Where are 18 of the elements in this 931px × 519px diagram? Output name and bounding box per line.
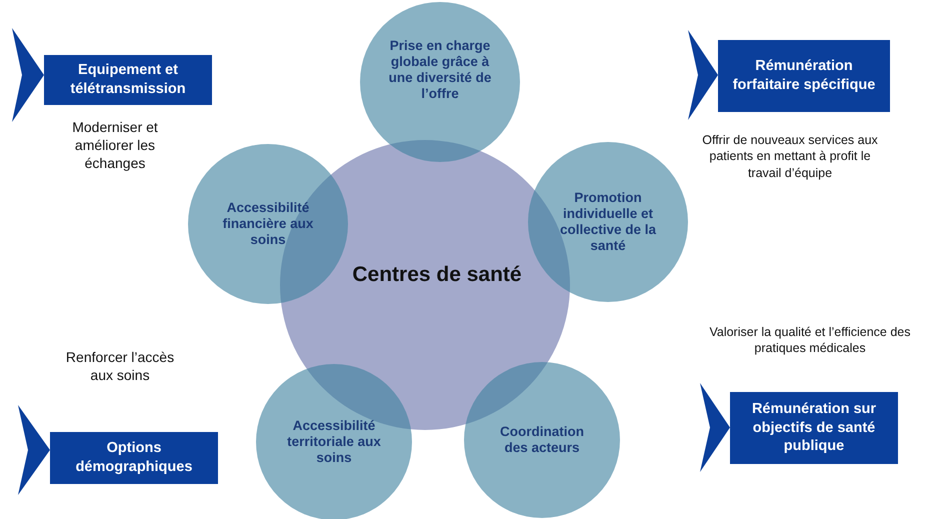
banner-title: Rémunération forfaitaire spécifique (732, 57, 876, 95)
chevron-shape (700, 383, 730, 472)
circle-label: Coordination des acteurs (499, 424, 585, 456)
center-title: Centres de santé (352, 263, 522, 287)
circle-label: Accessibilité financière aux soins (222, 200, 314, 248)
circle-label: Promotion individuelle et collective de la santé (558, 190, 658, 254)
note-text: Valoriser la qualité et l’efficience des pratiques médicales (708, 324, 912, 356)
chevron-shape (18, 405, 50, 495)
chevron-shape (688, 30, 718, 120)
note-text: Offrir de nouveaux services aux patients en mettant à profit le travail d’équipe (701, 132, 879, 181)
note-text: Moderniser et améliorer les échanges (71, 118, 159, 173)
banner-title: Options démographiques (74, 439, 194, 477)
circle-label: Prise en charge globale grâce à une diversité de l’offre (388, 38, 492, 102)
circle-label: Accessibilité territoriale aux soins (286, 418, 382, 466)
note-text: Renforcer l’accès aux soins (64, 348, 176, 384)
banner-title: Rémunération sur objectifs de santé publique (750, 400, 878, 456)
banner-title: Equipement et télétransmission (69, 61, 187, 99)
chevron-shape (12, 28, 44, 122)
